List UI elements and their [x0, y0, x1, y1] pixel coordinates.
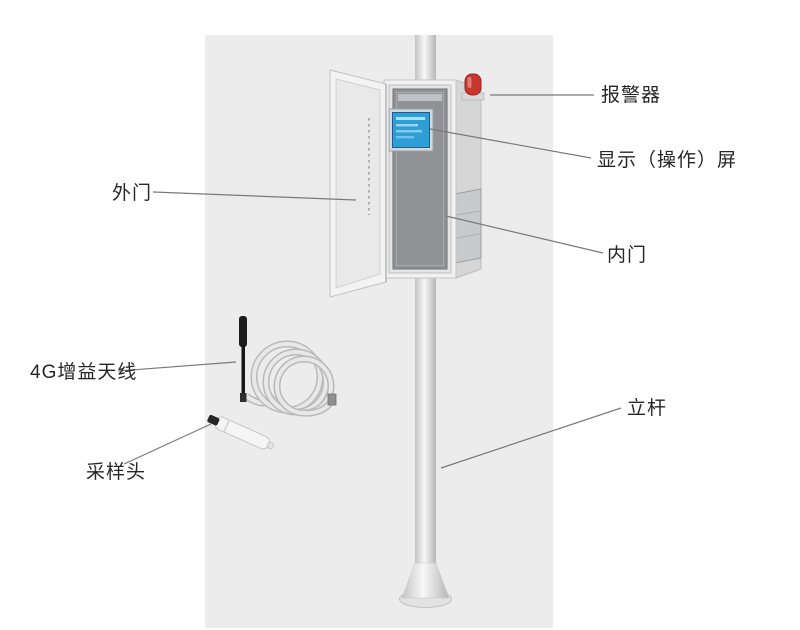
inner-door-title-strip: [398, 94, 442, 101]
label-sampling-head: 采样头: [86, 462, 147, 483]
beacon-dome: [464, 73, 482, 96]
leader-line-pole: [440, 407, 622, 469]
leader-line-antenna: [117, 361, 237, 372]
antenna-tip: [239, 316, 247, 347]
label-inner-door: 内门: [607, 245, 648, 266]
label-antenna-4g: 4G增益天线: [30, 362, 138, 383]
pole-base-flare: [401, 562, 450, 599]
side-vent-box: [454, 188, 482, 264]
antenna-4g: [239, 316, 337, 417]
sampling-head: [207, 414, 275, 450]
antenna-base: [240, 393, 247, 402]
leader-line-inner-door: [445, 215, 604, 254]
cable-connector: [327, 393, 337, 406]
sampling-head-tip: [207, 414, 220, 426]
sampling-head-body: [214, 416, 270, 450]
antenna-rod: [241, 345, 245, 395]
display-screen: [388, 108, 434, 152]
label-alarm: 报警器: [601, 85, 662, 106]
antenna-cable-coil: [243, 340, 337, 417]
alarm-beacon: [461, 73, 485, 101]
cabinet: [329, 69, 485, 298]
outer-door: [329, 69, 387, 298]
leader-line-display: [429, 128, 592, 159]
label-outer-door: 外门: [112, 183, 153, 204]
leader-line-sampler: [123, 423, 212, 465]
leader-line-outer-door: [152, 191, 357, 201]
label-pole: 立杆: [627, 398, 668, 419]
label-display-screen: 显示（操作）屏: [597, 150, 738, 171]
leader-lines: [117, 94, 622, 469]
